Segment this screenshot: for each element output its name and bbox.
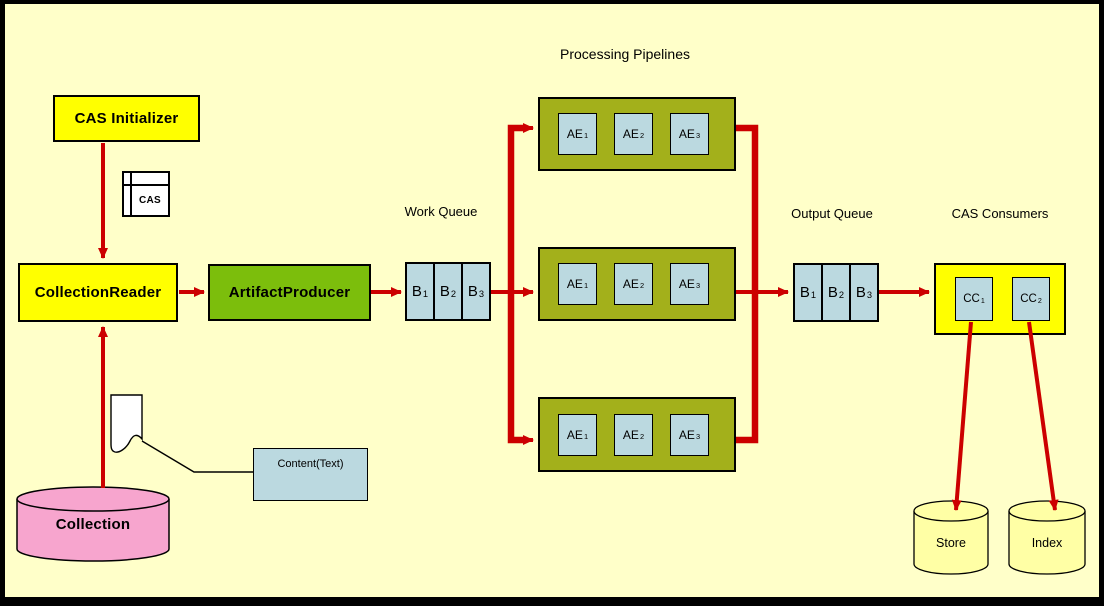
diagram-lines-layer (16, 123, 1086, 575)
store-cylinder (913, 500, 989, 575)
work-queue-label: Work Queue (404, 204, 478, 219)
cas-icon-hline (124, 184, 168, 186)
collection-cylinder (16, 486, 170, 562)
index-label: Index (1031, 536, 1063, 550)
collection-reader-label: CollectionReader (34, 284, 162, 301)
store-label: Store (936, 536, 966, 550)
artifact-producer-box: ArtifactProducer (208, 264, 371, 321)
cas-icon: CAS (122, 171, 170, 217)
fanout-line-left (507, 124, 523, 444)
content-text-label: Content(Text) (277, 458, 344, 470)
output-queue-label: Output Queue (791, 206, 873, 221)
collection-label: Collection (55, 516, 131, 533)
collection-reader-box: CollectionReader (18, 263, 178, 322)
cas-icon-label: CAS (138, 195, 161, 206)
cas-initializer-box: CAS Initializer (53, 95, 200, 142)
content-connector-line (141, 440, 253, 473)
cas-icon-vline (130, 173, 132, 215)
cas-initializer-label: CAS Initializer (74, 110, 179, 127)
cas-consumers-label: CAS Consumers (951, 206, 1049, 221)
processing-pipelines-title: Processing Pipelines (560, 46, 690, 62)
index-cylinder (1008, 500, 1086, 575)
content-text-box: Content(Text) (253, 448, 368, 501)
document-icon (110, 394, 143, 453)
fanin-line-right (736, 124, 759, 444)
artifact-producer-label: ArtifactProducer (228, 284, 351, 301)
